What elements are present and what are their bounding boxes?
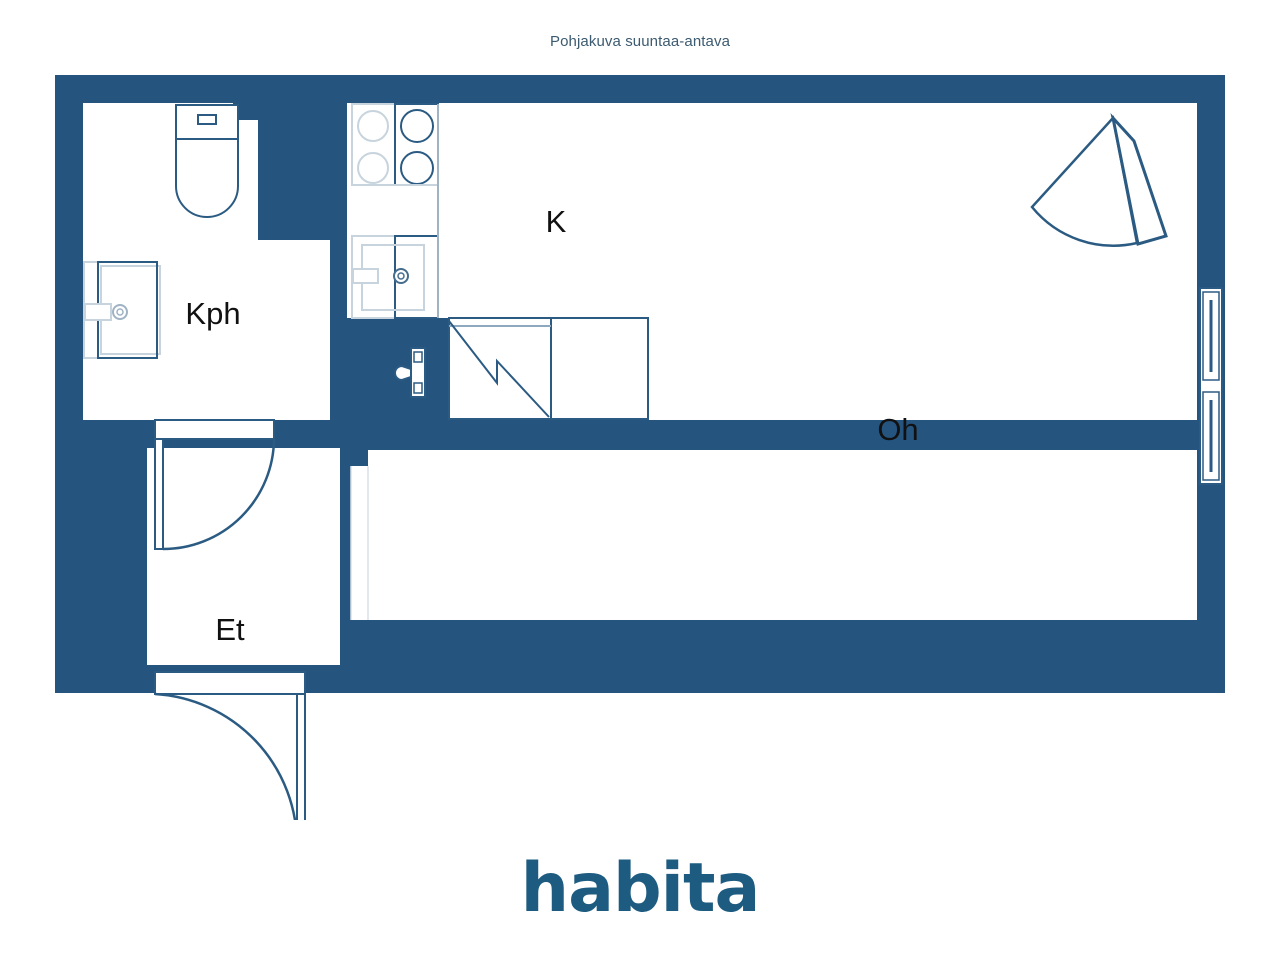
room-label-k: K <box>546 204 567 239</box>
bathroom-door <box>154 419 276 551</box>
plan-caption: Pohjakuva suuntaa-antava <box>549 33 731 50</box>
brand-logo: habita <box>0 855 1280 923</box>
balcony-door <box>1030 113 1168 247</box>
floor-plan-drawing: Kph K Oh Et <box>55 75 1225 820</box>
hall-to-living-opening <box>350 466 369 620</box>
room-label-oh: Oh <box>877 412 918 447</box>
room-label-kph: Kph <box>185 296 240 331</box>
room-label-et: Et <box>215 612 245 647</box>
entry-door <box>154 671 306 820</box>
brand-logo-text: habita <box>520 849 761 928</box>
door-handle-icon <box>394 347 426 398</box>
living-room-window <box>1199 287 1223 485</box>
wardrobe-fixture <box>448 317 649 420</box>
kitchen-sink-fixture <box>351 104 439 319</box>
stove-fixture <box>351 103 439 186</box>
toilet-fixture <box>175 104 239 218</box>
washbasin-fixture <box>83 261 161 359</box>
